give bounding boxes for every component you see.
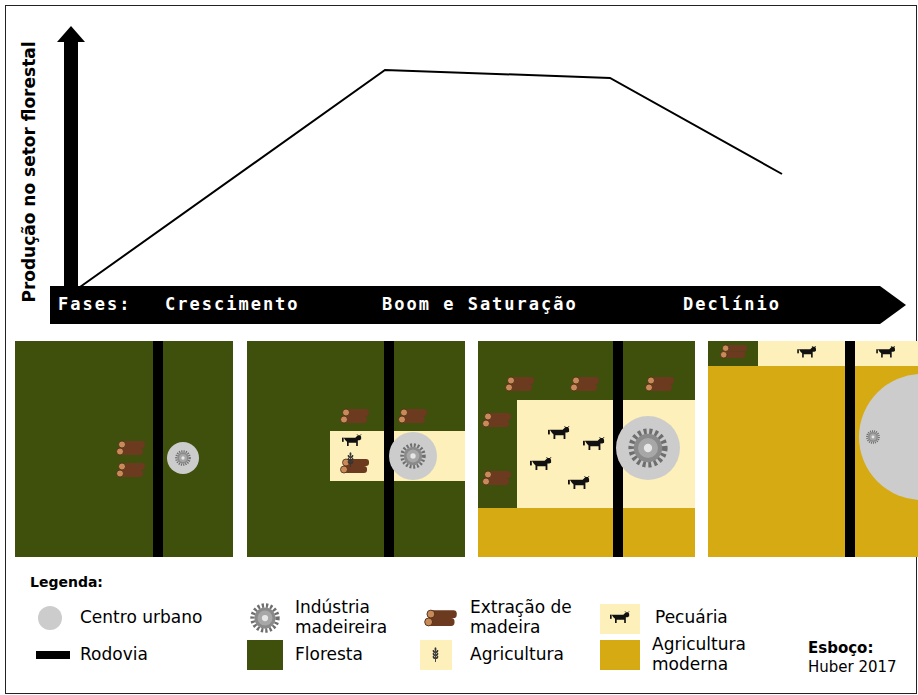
axis-title: Produção no setor florestal [20,41,40,302]
legend-text: Rodovia [80,645,230,665]
legend-text: Agricultura [470,645,620,665]
legend-text: Extração de madeira [470,598,582,637]
legend-text: Pecuária [655,608,795,628]
legend-text: Floresta [295,645,445,665]
legend-text: Agricultura moderna [652,635,764,674]
legend-swatch [38,606,62,630]
legend-swatch [247,640,283,670]
credit-label: Esboço: [808,640,873,657]
phase-label: Declínio [683,295,781,315]
legend-heading: Legenda: [30,574,103,590]
phase-label: Fases: [58,295,131,315]
phase-label: Crescimento [165,295,300,315]
credit-text: Huber 2017 [808,659,897,676]
phase-label: Boom e Saturação [382,295,578,315]
legend-text: Centro urbano [80,608,230,628]
legend-swatch [600,640,640,670]
legend-swatch [36,651,70,659]
legend-text: Indústria madeireira [295,598,407,637]
